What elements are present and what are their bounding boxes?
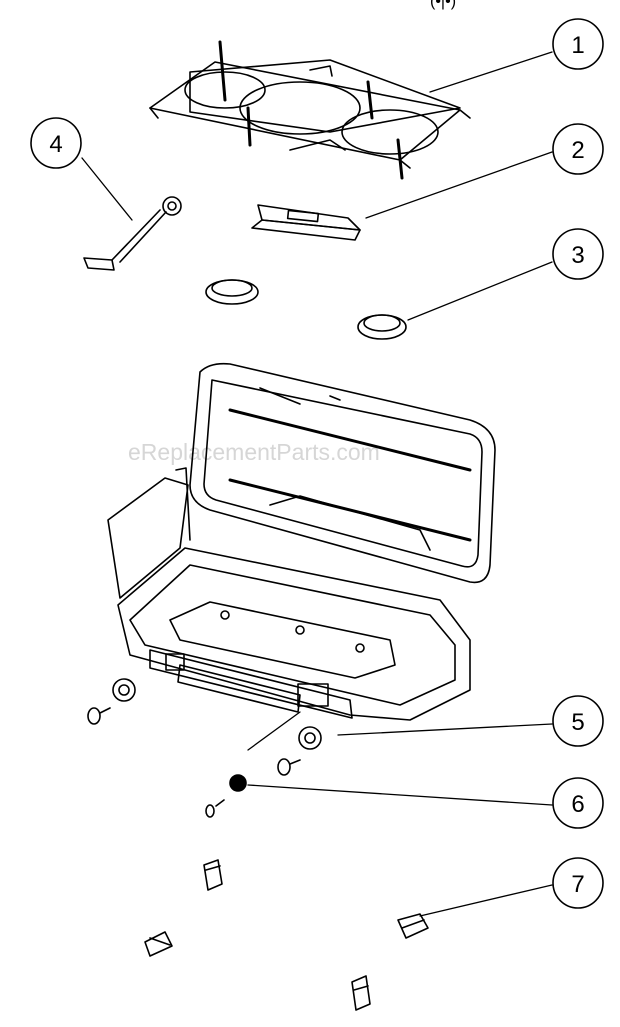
callout-1: 1 xyxy=(552,18,604,70)
callout-4: 4 xyxy=(30,117,82,169)
stove-body-part xyxy=(107,362,496,721)
callout-number: 6 xyxy=(571,791,584,818)
callout-5: 5 xyxy=(552,695,604,747)
callout-number: 2 xyxy=(571,137,584,164)
burner-cap-right-part xyxy=(357,314,407,340)
callout-7: 7 xyxy=(552,857,604,909)
lower-bracket-left-part xyxy=(144,931,173,957)
callout-number: 3 xyxy=(571,242,584,269)
callout-number: 5 xyxy=(571,709,584,736)
callout-6: 6 xyxy=(552,777,604,829)
lower-fitting-part xyxy=(351,975,371,1011)
burner-bracket-part xyxy=(251,204,361,241)
leader-lines xyxy=(81,51,553,917)
burner-cap-left-part xyxy=(205,279,259,305)
header-fragment: (•|•) xyxy=(430,0,456,10)
watermark: eReplacementParts.com xyxy=(128,439,380,465)
valve-orifice-part xyxy=(205,774,247,818)
callout-number: 4 xyxy=(49,131,62,158)
callout-2: 2 xyxy=(552,123,604,175)
callout-3: 3 xyxy=(552,228,604,280)
cooking-grate-part xyxy=(149,40,471,180)
lower-bracket-right-part xyxy=(397,913,429,939)
control-knob-right-part xyxy=(277,726,322,776)
igniter-wire-part xyxy=(83,196,182,271)
regulator-fitting-part xyxy=(203,859,223,891)
callout-number: 7 xyxy=(571,871,584,898)
control-knob-left-part xyxy=(87,678,136,725)
callout-number: 1 xyxy=(571,32,584,59)
